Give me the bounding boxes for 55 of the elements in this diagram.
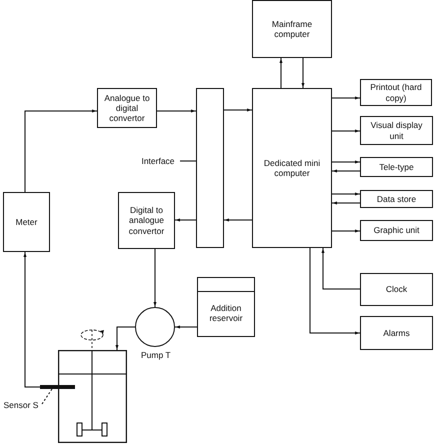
process-box	[97, 88, 157, 128]
arrow	[224, 218, 252, 222]
arrow	[24, 110, 98, 192]
arrow	[332, 170, 360, 172]
pump-circle	[135, 307, 175, 347]
box-label: Alarms	[382, 328, 411, 338]
box-label: Graphic unit	[372, 225, 420, 236]
leader-line	[180, 160, 196, 162]
arrow	[332, 96, 360, 100]
arrow	[116, 326, 136, 350]
process-box	[360, 157, 433, 177]
arrow	[224, 108, 252, 112]
process-box	[360, 79, 432, 106]
box-label: Tele-type	[378, 162, 415, 172]
process-box	[197, 277, 255, 337]
process-box	[360, 190, 433, 208]
arrow	[332, 202, 360, 204]
arrow	[332, 230, 360, 232]
pump-label: Pump T	[141, 350, 171, 360]
process-box	[118, 192, 175, 249]
leader-line	[42, 388, 52, 404]
process-box	[360, 273, 433, 306]
process-box	[360, 316, 433, 350]
arrow	[24, 252, 40, 388]
sensor-bar	[40, 385, 75, 389]
box-label: Clock	[384, 284, 408, 295]
box-label: Digital to analogue convertor	[128, 205, 166, 236]
vessel-drawing	[58, 350, 127, 443]
arrow	[332, 192, 360, 196]
process-box	[252, 88, 332, 248]
box-label: Visual display unit	[370, 120, 424, 141]
box-label: Analogue to digital convertor	[103, 92, 151, 124]
arrow	[310, 248, 360, 334]
arrow	[332, 130, 360, 132]
box-label: Printout (hard copy)	[369, 82, 423, 103]
process-box	[3, 192, 50, 252]
arrow	[156, 110, 196, 112]
process-box	[360, 116, 433, 145]
box-label: Dedicated mini computer	[262, 158, 322, 178]
interface-box	[196, 88, 224, 248]
callout-label: Sensor S	[2, 400, 40, 410]
arrow	[332, 160, 360, 164]
process-box	[360, 220, 433, 241]
callout-label: Interface	[140, 156, 176, 166]
box-label: Mainframe computer	[270, 18, 314, 40]
box-label: Data store	[376, 194, 418, 204]
arrow	[174, 218, 196, 222]
box-label: Meter	[14, 216, 38, 228]
arrow	[302, 58, 304, 88]
arrow	[322, 248, 360, 290]
arrow	[154, 248, 156, 308]
arrow	[174, 326, 198, 328]
box-label: Addition reservoir	[208, 302, 244, 324]
arrow	[280, 58, 282, 88]
process-box	[252, 0, 332, 58]
